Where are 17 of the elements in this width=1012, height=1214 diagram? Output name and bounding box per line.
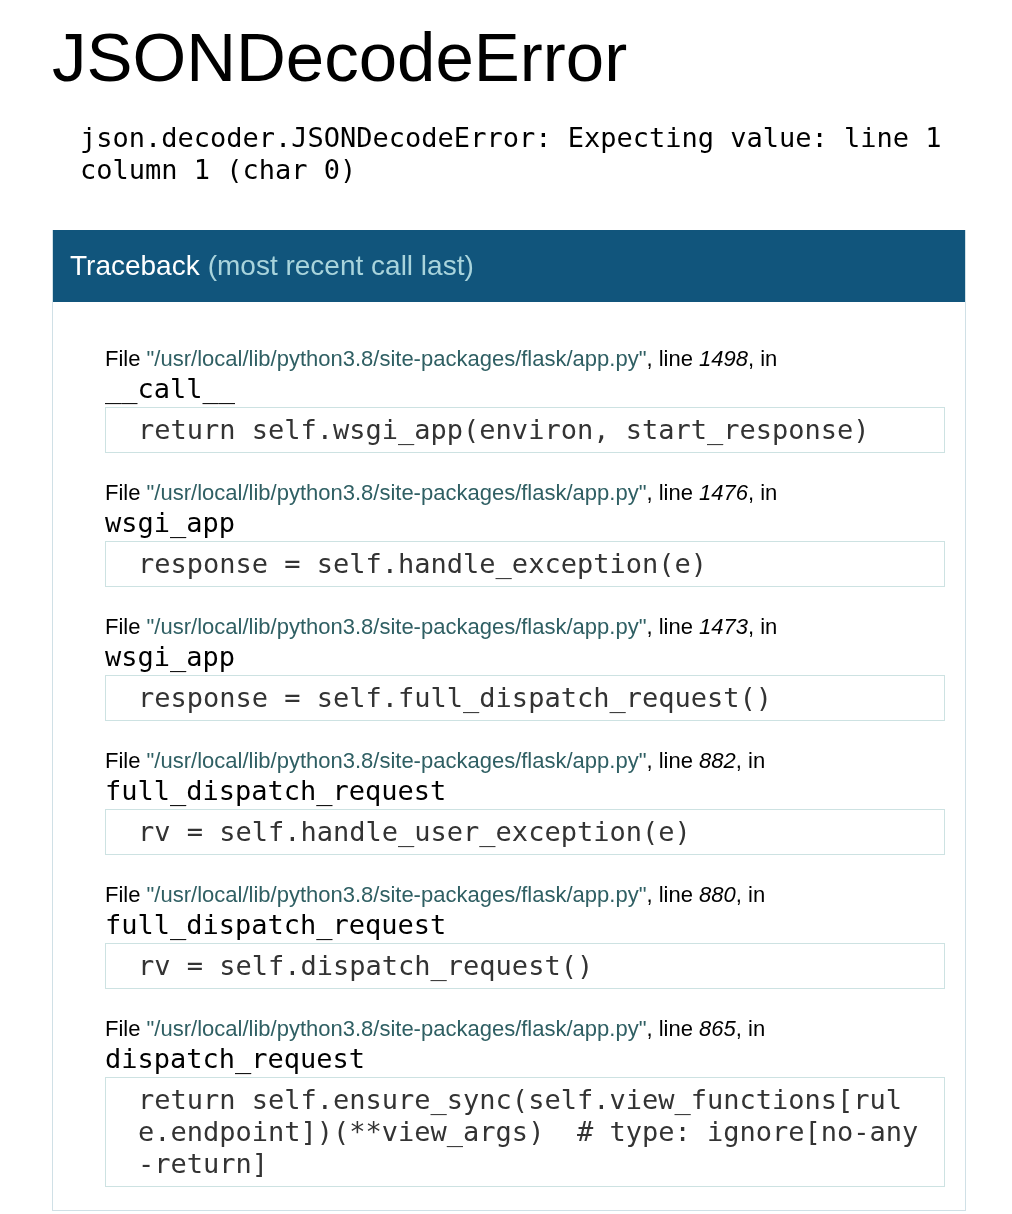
file-location: File "/usr/local/lib/python3.8/site-packages/flask/app.py", line 1476, in (105, 479, 779, 507)
function-name: wsgi_app (105, 507, 237, 539)
function-name: full_dispatch_request (105, 775, 448, 807)
traceback-panel (52, 230, 966, 1211)
panel-heading: Traceback (70, 250, 200, 282)
page-title: JSONDecodeError (52, 18, 628, 98)
file-location: File "/usr/local/lib/python3.8/site-packages/flask/app.py", line 1498, in (105, 345, 779, 373)
function-name: dispatch_request (105, 1043, 367, 1075)
function-name: wsgi_app (105, 641, 237, 673)
file-location: File "/usr/local/lib/python3.8/site-packages/flask/app.py", line 880, in (105, 881, 767, 909)
file-location: File "/usr/local/lib/python3.8/site-packages/flask/app.py", line 865, in (105, 1015, 767, 1043)
file-location: File "/usr/local/lib/python3.8/site-packages/flask/app.py", line 882, in (105, 747, 767, 775)
function-name: full_dispatch_request (105, 909, 448, 941)
file-location: File "/usr/local/lib/python3.8/site-packages/flask/app.py", line 1473, in (105, 613, 779, 641)
function-name: __call__ (105, 373, 237, 405)
error-message: json.decoder.JSONDecodeError: Expecting value: line 1 column 1 (char 0) (80, 122, 943, 186)
panel-subheading: (most recent call last) (207, 250, 474, 282)
